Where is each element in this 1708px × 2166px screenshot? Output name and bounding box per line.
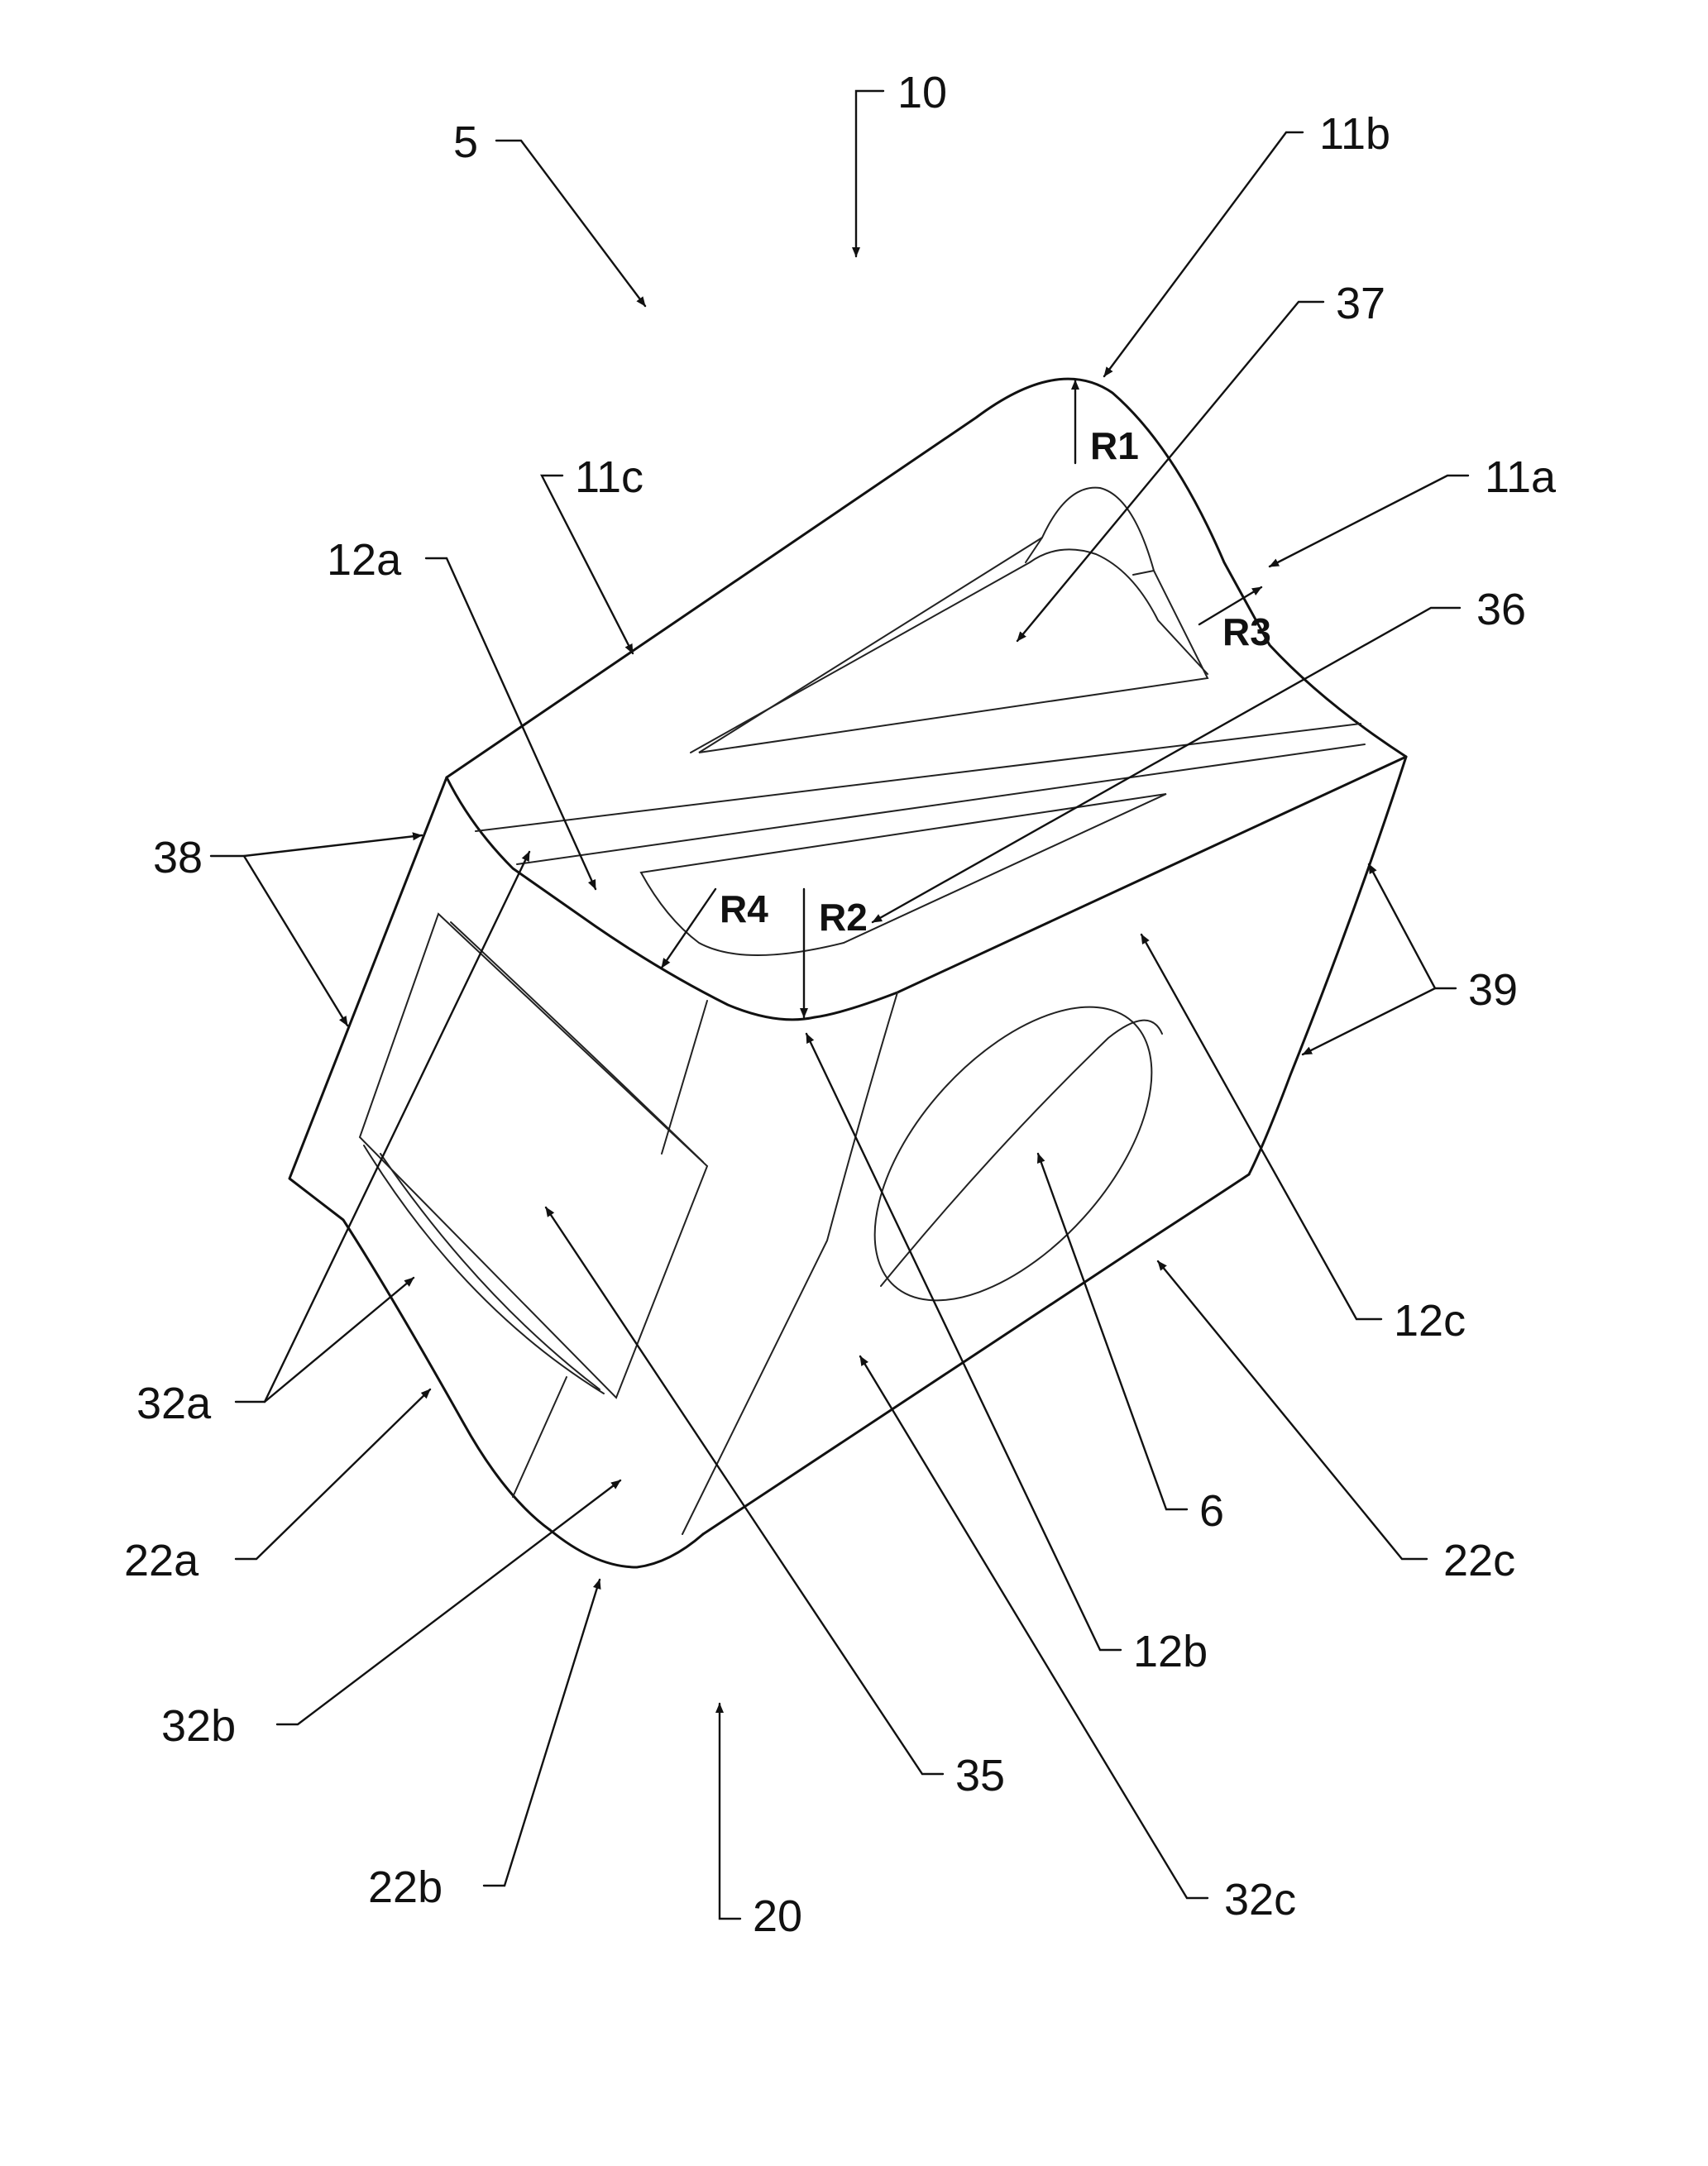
r2-label: R2 — [819, 896, 868, 939]
leader-38b — [244, 856, 347, 1026]
label-22b: 22b — [368, 1862, 443, 1912]
leader-10 — [856, 91, 883, 256]
label-11c: 11c — [575, 452, 643, 502]
leader-12a — [426, 558, 596, 889]
leader-36 — [873, 608, 1460, 922]
label-32a: 32a — [136, 1379, 212, 1428]
leader-12b — [806, 1034, 1121, 1650]
label-32b: 32b — [161, 1701, 236, 1751]
leader-39b — [1303, 988, 1435, 1054]
leader-32b — [277, 1480, 620, 1724]
hole-6-inner — [881, 1021, 1162, 1286]
reference-labels: 5 10 11b 37 11a 11c 36 12a 38 39 12c — [124, 68, 1557, 1941]
leader-22b — [484, 1580, 600, 1886]
leader-11c — [542, 476, 633, 653]
front-edge-right — [682, 992, 897, 1534]
leader-20 — [720, 1704, 740, 1919]
r4-label: R4 — [720, 887, 768, 930]
label-38: 38 — [153, 833, 203, 882]
upper-ridge-right — [815, 757, 1406, 1017]
leader-32a-2 — [265, 1278, 414, 1402]
leader-5 — [496, 141, 645, 306]
leader-22c — [1158, 1261, 1427, 1559]
r1-label: R1 — [1090, 424, 1139, 467]
edge-band-lower — [517, 744, 1365, 864]
label-20: 20 — [753, 1891, 802, 1941]
label-12c: 12c — [1394, 1296, 1466, 1346]
leader-22a — [236, 1389, 430, 1559]
r3-label: R3 — [1222, 610, 1271, 653]
label-32c: 32c — [1224, 1875, 1296, 1925]
leader-39a — [1369, 864, 1456, 988]
label-12b: 12b — [1133, 1627, 1208, 1676]
label-10: 10 — [897, 68, 947, 117]
hole-6-outer — [824, 958, 1203, 1349]
leader-6 — [1038, 1154, 1187, 1509]
pocket-36 — [641, 794, 1166, 955]
label-22c: 22c — [1443, 1536, 1515, 1585]
pocket-37-inner — [691, 549, 1208, 753]
pocket-35-outer — [360, 914, 707, 1398]
edge-band-upper — [476, 724, 1361, 831]
leader-37 — [1017, 302, 1323, 641]
pocket-37-outer — [699, 488, 1208, 753]
leader-38a — [211, 835, 422, 856]
r4-arrow — [662, 889, 715, 968]
bottom-corner — [550, 1530, 703, 1567]
leader-11a — [1270, 476, 1468, 567]
leader-12c — [1141, 935, 1381, 1319]
top-face-outline — [447, 379, 1406, 777]
label-37: 37 — [1336, 279, 1385, 328]
bottom-edge-right — [703, 1174, 1249, 1534]
label-39: 39 — [1468, 965, 1518, 1015]
label-5: 5 — [453, 117, 478, 167]
label-35: 35 — [955, 1751, 1005, 1800]
features — [360, 488, 1208, 1398]
label-36: 36 — [1476, 585, 1526, 634]
leader-11b — [1104, 132, 1303, 376]
cutting-insert-body — [289, 379, 1406, 1567]
pocket-35-slant — [364, 922, 703, 1394]
label-11b: 11b — [1319, 109, 1390, 159]
pocket-37-rim — [1026, 538, 1154, 575]
label-12a: 12a — [327, 535, 402, 585]
label-11a: 11a — [1485, 452, 1557, 502]
label-6: 6 — [1199, 1486, 1224, 1536]
front-edge-left-lower — [513, 1377, 567, 1497]
label-22a: 22a — [124, 1536, 199, 1585]
leader-32a-1 — [236, 852, 529, 1402]
